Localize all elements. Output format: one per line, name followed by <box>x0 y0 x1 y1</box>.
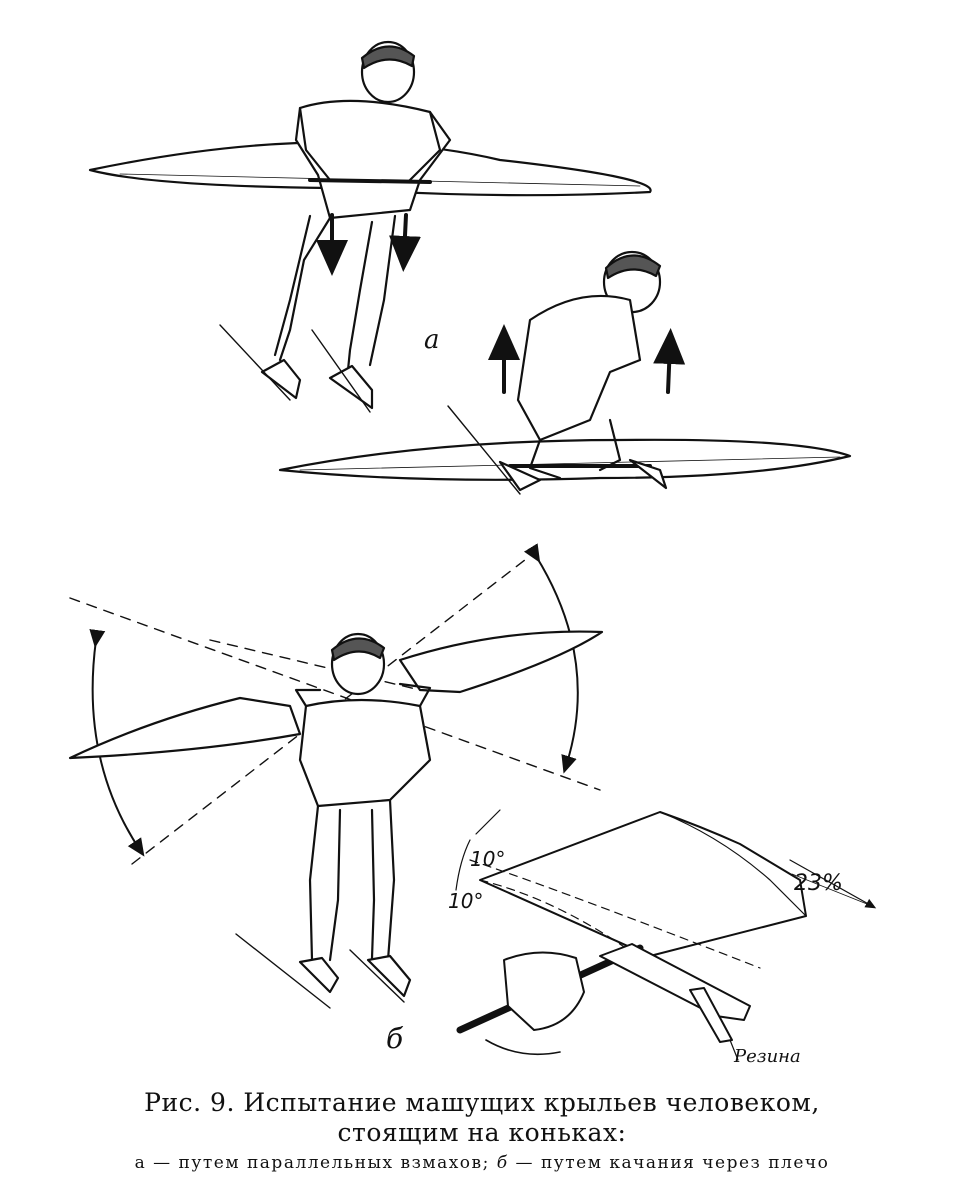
caption-title-line-2: стоящим на коньках: <box>337 1118 627 1147</box>
legend-a-key: а <box>134 1153 147 1173</box>
angle-label-bottom: 10° <box>448 889 483 913</box>
wing-b-right <box>398 630 604 694</box>
angle-label-top: 10° <box>470 847 505 871</box>
figure-illustration: а б 10° 10° 23% Резина <box>68 40 877 1067</box>
rubber-label: Резина <box>733 1046 801 1067</box>
wing-b-left <box>68 696 302 760</box>
panel-a-skater-1 <box>88 40 652 413</box>
percent-label: 23% <box>794 871 843 896</box>
label-b: б <box>386 1022 404 1055</box>
legend-b-text: — путем качания через плечо <box>508 1153 830 1173</box>
legend-b-key: б <box>496 1153 509 1173</box>
panel-b-skater <box>68 543 604 1009</box>
panel-b-detail <box>455 809 877 1061</box>
panel-a-skater-2 <box>278 250 852 495</box>
caption-title-line-1: Рис. 9. Испытание машущих крыльев челове… <box>144 1088 820 1117</box>
legend-a-text: — путем параллельных взмахов; <box>146 1153 497 1173</box>
label-a: а <box>424 325 440 355</box>
caption-legend: а — путем параллельных взмахов; б — путе… <box>0 1150 964 1176</box>
wing-a2 <box>278 438 852 481</box>
figure-caption: Рис. 9. Испытание машущих крыльев челове… <box>0 1088 964 1176</box>
